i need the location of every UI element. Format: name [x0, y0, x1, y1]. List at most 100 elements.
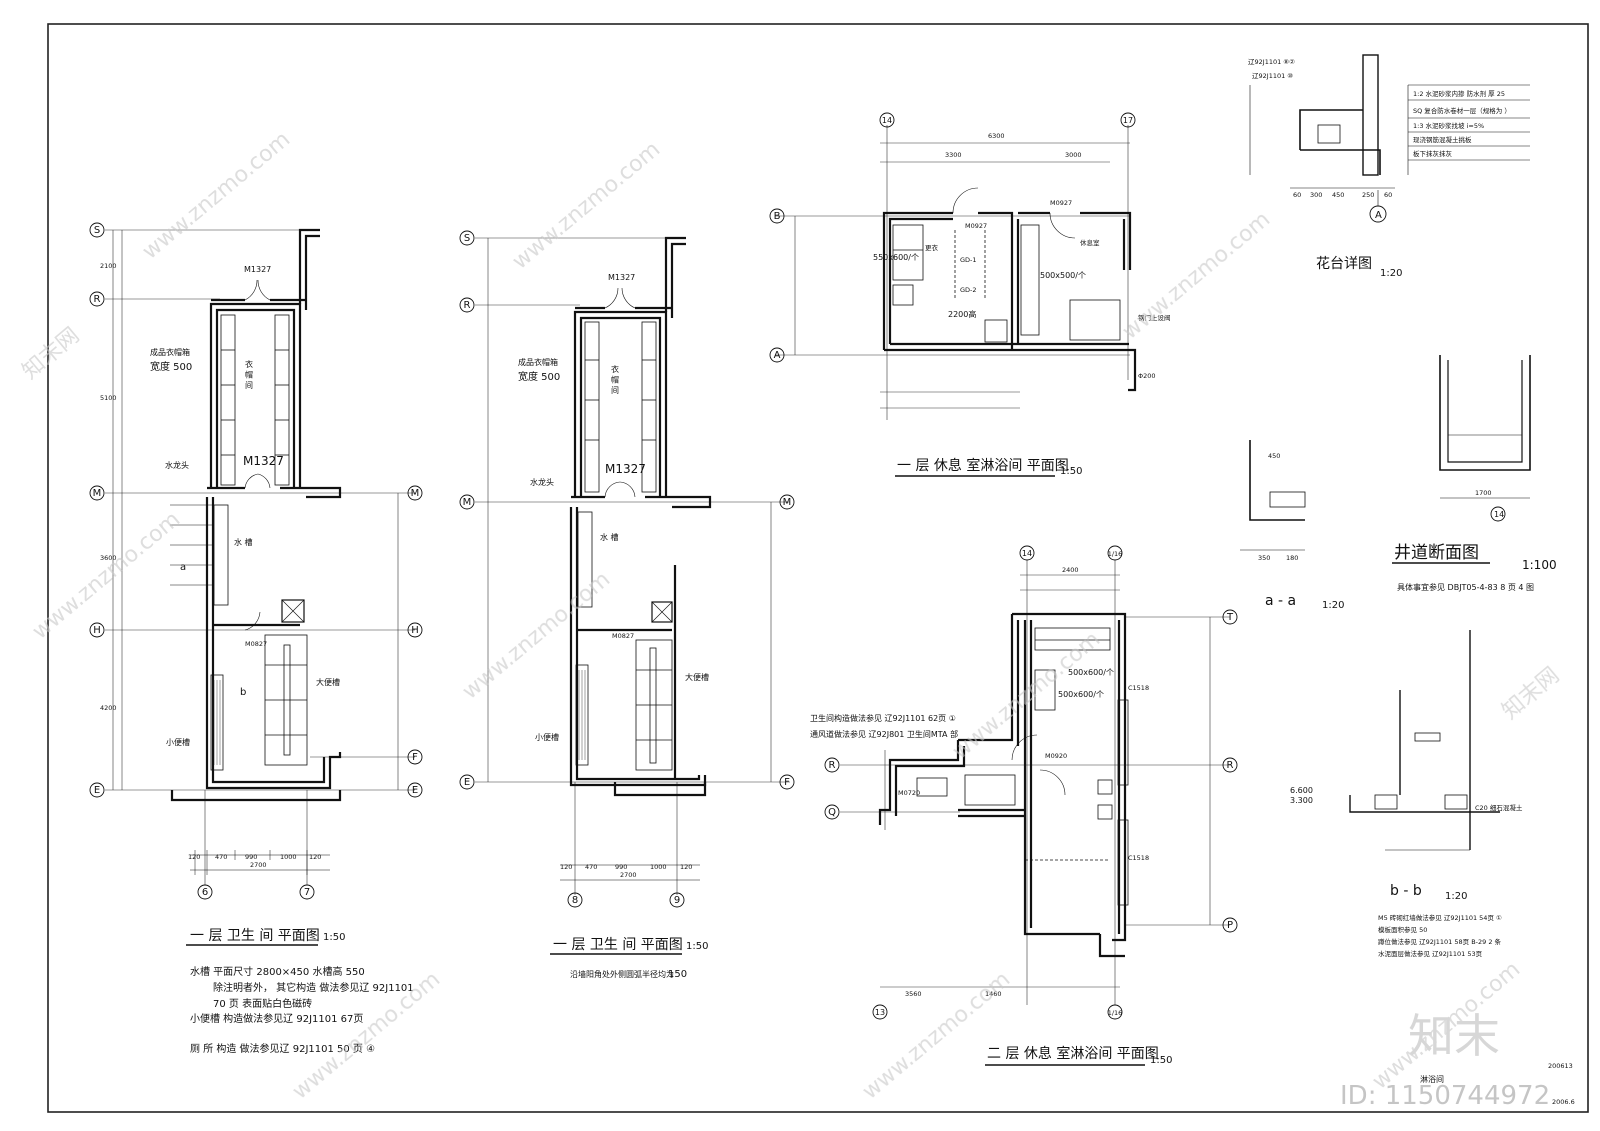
plan1-title: 一 层 卫生 间 平面图	[190, 928, 320, 944]
shaft-axis: 14	[1494, 510, 1504, 519]
flower-ref-2: 辽92J1101 ⑧②	[1248, 58, 1295, 66]
plan3-title: 一 层 休息 室淋浴间 平面图	[897, 457, 1069, 474]
plan1-axis-F: F	[412, 752, 418, 763]
bb-title: b - b	[1390, 883, 1422, 899]
plan1-note3: 70 页 表面贴白色磁砖	[213, 997, 312, 1010]
detail-shaft-text: 1700 14 井道断面图 1:100 具体事宜参见 DBJT05-4-83 8…	[1392, 489, 1557, 592]
plan2-axis-R: R	[464, 300, 471, 311]
watermark-site-4: www.znzmo.com	[28, 507, 185, 645]
plan1-axis-E-right: E	[412, 785, 418, 796]
plan4-scale: 1:50	[1150, 1055, 1172, 1066]
plan1-section-b: b	[240, 687, 246, 698]
plan3-mirror-2: 500x500/个	[1040, 271, 1086, 280]
plan3-dim-2200: 2200高	[948, 309, 976, 319]
plan1-locker-width: 宽度 500	[150, 360, 192, 373]
flower-title: 花台详图	[1316, 256, 1372, 272]
plan4-axis-T: T	[1226, 612, 1234, 623]
plan4-axis-1-16-bottom: 1/16	[1108, 1009, 1123, 1017]
flower-ref-1: 辽92J1101 ⑩	[1252, 72, 1293, 80]
flower-dim-0: 60	[1293, 191, 1301, 199]
plan4-door-2: M0720	[898, 789, 920, 797]
plan3-axis-B: B	[774, 211, 781, 222]
plan3-axis-17: 17	[1123, 116, 1133, 125]
plan1-shaft	[281, 599, 305, 623]
plan3-dim-total: 6300	[988, 132, 1005, 140]
plan2-axis-M: M	[463, 497, 472, 508]
bb-note: C20 细石混凝土	[1475, 803, 1523, 812]
plan2-room-name: 衣 帽 间	[611, 364, 620, 395]
plan1-grid	[105, 229, 415, 885]
aa-scale: 1:20	[1322, 600, 1344, 611]
plan2-dim-total: 2700	[620, 871, 637, 879]
plan4-mirror-2: 500x600/个	[1058, 690, 1104, 699]
plan1-tap-label: 水龙头	[165, 460, 189, 470]
watermark-site-5: www.znzmo.com	[458, 567, 615, 705]
plan2-title: 一 层 卫生 间 平面图	[553, 937, 683, 953]
plan3-gd-1: GD-2	[960, 286, 977, 294]
plan3-axis-14: 14	[882, 116, 892, 125]
plan1-door-lower: M0827	[245, 640, 267, 648]
plan4-axis-R-left: R	[829, 760, 836, 771]
plan1-sink-label: 水 槽	[234, 537, 253, 547]
plan1-lockers	[220, 314, 290, 486]
plan1-dim-1: 470	[215, 853, 227, 861]
plan4-dim-0: 3560	[905, 990, 922, 998]
flower-scale: 1:20	[1380, 268, 1402, 279]
plan1-dims	[121, 230, 330, 875]
plan2-dim-4: 120	[680, 863, 692, 871]
detail-flower	[1249, 54, 1530, 223]
plan1-axis-M: M	[93, 488, 102, 499]
plan3-dim-1: 3000	[1065, 151, 1082, 159]
plan2-dim-3: 1000	[650, 863, 667, 871]
flower-axis-A: A	[1375, 210, 1382, 221]
flower-dim-4: 60	[1384, 191, 1392, 199]
watermark-id: ID: 1150744972	[1340, 1081, 1550, 1111]
flower-layer-3: 现浇钢筋混凝土挑板	[1413, 135, 1472, 144]
plan4-c-1: C1518	[1128, 854, 1149, 862]
plan1-axis-6: 6	[202, 887, 208, 898]
titleblock-code: 200613	[1548, 1062, 1573, 1070]
plan2-dim-2: 990	[615, 863, 627, 871]
watermark-cn-2: 知末网	[1498, 663, 1565, 725]
plan1-walls	[170, 228, 342, 802]
plan1-axis-R: R	[94, 294, 101, 305]
aa-title: a - a	[1265, 593, 1296, 609]
plan1-toilet-label: 大便槽	[316, 677, 340, 687]
plan4-mirror-1: 500x600/个	[1068, 668, 1114, 677]
plan2-text: S R M E M F 8 9 M1327 M1327 M0827 衣 帽 间 …	[463, 233, 792, 980]
shaft-dim: 1700	[1475, 489, 1492, 497]
plan2-locker-width: 宽度 500	[518, 370, 560, 383]
plan1-section-a: a	[180, 562, 186, 573]
bb-level-1: 6.600	[1290, 786, 1313, 795]
plan1-dim-0: 120	[188, 853, 200, 861]
plan1-sink	[213, 504, 229, 606]
plan3-room-bath: 更衣	[925, 243, 939, 252]
plan1-door-top: M1327	[244, 265, 271, 274]
plan4-axis-Q: Q	[828, 807, 836, 818]
sheet-frame	[47, 23, 1589, 1113]
plan1-axis-H-right: H	[411, 625, 419, 636]
plan4-ref-2: 通风道做法参见 辽92J801 卫生间MTA 部	[810, 729, 958, 739]
plan2-dim-1: 470	[585, 863, 597, 871]
plan1-axis-H: H	[93, 625, 101, 636]
plan1-urinal-label: 小便槽	[166, 737, 190, 747]
plan1-toilets	[264, 634, 308, 766]
watermark-site-8: www.znzmo.com	[858, 967, 1015, 1105]
plan1-dim-2: 990	[245, 853, 257, 861]
watermark-site-3: www.znzmo.com	[1118, 207, 1275, 345]
bb-ref-4: 水泥面层做法参见 辽92J1101 53页	[1378, 949, 1483, 958]
plan-2	[459, 230, 795, 908]
plan3-mirror-1: 550x600/个	[873, 253, 919, 262]
aa-dim-0: 450	[1268, 452, 1280, 460]
plan1-note4: 小便槽 构造做法参见辽 92J1101 67页	[190, 1012, 363, 1025]
plan2-axis-S: S	[464, 233, 470, 244]
titleblock-label: 淋浴间	[1420, 1074, 1444, 1084]
plan2-axis-M-right: M	[783, 497, 792, 508]
plan1-urinal	[210, 674, 224, 771]
plan4-axis-14: 14	[1022, 549, 1032, 558]
plan1-locker-label: 成品衣帽箱	[150, 347, 190, 357]
plan2-dim-0: 120	[560, 863, 572, 871]
plan3-axis-A: A	[774, 350, 781, 361]
watermark-site-2: www.znzmo.com	[508, 137, 665, 275]
plan-3	[769, 112, 1137, 420]
